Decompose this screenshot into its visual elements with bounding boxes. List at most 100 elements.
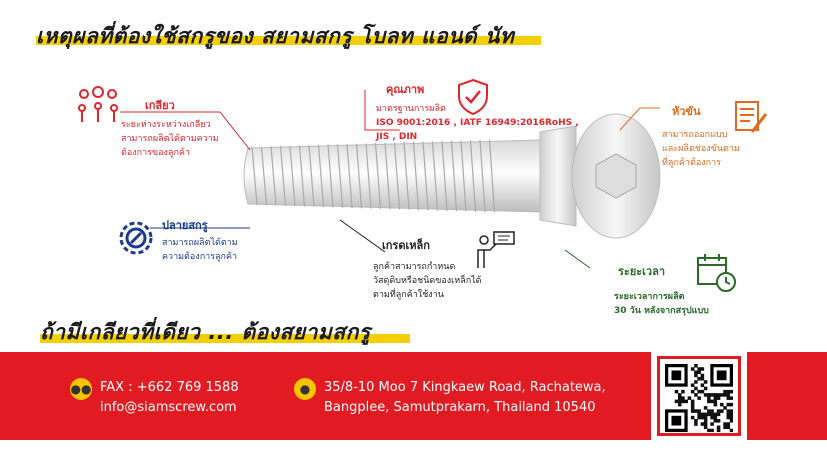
qr-module: [700, 373, 705, 378]
qr-module: [713, 419, 718, 423]
qr-module: [710, 428, 714, 432]
qr-module: [713, 396, 718, 400]
qr-module: [697, 367, 701, 371]
thread-ridge: [260, 146, 268, 206]
qr-module: [694, 422, 698, 426]
qr-module: [674, 399, 679, 404]
qr-module: [729, 409, 733, 413]
qr-module: [700, 376, 705, 381]
qr-module: [726, 389, 731, 394]
thread-ridge: [289, 145, 296, 207]
feature-quality-text: มาตรฐานการผลิต ISO 9001:2016 , IATF 1694…: [376, 104, 579, 142]
qr-module: [677, 402, 682, 407]
qr-module: [710, 399, 714, 404]
thread-ridge: [412, 141, 420, 211]
headline-top: เหตุผลที่ต้องใช้สกรูของ สยามสกรู โบลท แอ…: [36, 24, 515, 48]
qr-module: [690, 409, 695, 413]
qr-module: [694, 386, 698, 391]
qr-module: [716, 393, 721, 397]
qr-module: [690, 402, 695, 407]
qr-module: [707, 412, 711, 417]
thread-ridge: [365, 143, 372, 209]
qr-module: [729, 396, 733, 400]
qr-module: [700, 412, 705, 417]
qr-module: [723, 389, 727, 394]
connector-lines: [120, 90, 660, 269]
qr-module: [703, 406, 708, 410]
screw-threads: [251, 139, 496, 213]
qr-module: [720, 402, 724, 407]
qr-module: [710, 412, 714, 417]
qr-module: [690, 399, 695, 404]
feature-tip: ปลายสกรู สามารถผลิตได้ตาม ความต้องการลูก…: [114, 210, 284, 280]
wechat-icon: ●●: [70, 378, 92, 400]
qr-module: [726, 402, 731, 407]
qr-module: [710, 393, 714, 397]
qr-module: [720, 409, 724, 413]
qr-module: [707, 396, 711, 400]
qr-module: [729, 412, 733, 417]
screw-illustration: [243, 113, 661, 239]
thread-ridge: [336, 144, 344, 208]
qr-module: [716, 425, 721, 430]
qr-code-frame: [657, 356, 741, 436]
feature-time: ระยะเวลา ระยะเวลาการผลิต 30 วัน หลังจากส…: [600, 252, 750, 322]
thread-ridge: [441, 140, 448, 212]
thread-ridge: [431, 141, 439, 211]
qr-module: [729, 428, 733, 432]
qr-module: [677, 393, 682, 397]
headline-top-highlight: [36, 36, 541, 45]
fax-number: FAX : +662 769 1588: [100, 380, 239, 395]
qr-module: [703, 386, 708, 391]
qr-module: [681, 396, 685, 400]
thread-ridge: [384, 142, 391, 210]
qr-module: [694, 419, 698, 423]
qr-module: [674, 389, 679, 394]
qr-module: [694, 393, 698, 397]
qr-module: [710, 415, 714, 420]
qr-module: [710, 409, 714, 413]
qr-module: [716, 428, 721, 432]
feature-quality-title: คุณภาพ: [386, 83, 425, 96]
qr-module: [700, 383, 705, 387]
qr-module: [690, 383, 695, 387]
qr-module: [723, 425, 727, 430]
qr-module: [726, 415, 731, 420]
qr-module: [694, 409, 698, 413]
calendar-clock-icon: [697, 254, 736, 292]
footer-right-red-strip: [747, 352, 827, 440]
qr-module: [700, 389, 705, 394]
qr-module: [729, 419, 733, 423]
qr-module: [703, 415, 708, 420]
qr-module: [697, 396, 701, 400]
feature-head-title: หัวขัน: [672, 105, 701, 118]
qr-module: [677, 396, 682, 400]
qr-module: [726, 412, 731, 417]
screw-head: [539, 113, 661, 239]
thread-ridge: [346, 143, 353, 209]
qr-finder: [671, 370, 682, 381]
qr-code-icon[interactable]: [665, 364, 733, 432]
headline-bottom: ถ้ามีเกลียวที่เดียว ... ต้องสยามสกรู: [40, 320, 371, 344]
qr-finder: [671, 415, 682, 426]
thread-ridge: [450, 140, 458, 212]
thread-ridge: [355, 143, 363, 209]
screw-shaft: [243, 139, 541, 213]
qr-module: [697, 376, 701, 381]
qr-module: [697, 370, 701, 375]
qr-module: [703, 422, 708, 426]
document-pen-icon: [735, 101, 768, 133]
qr-module: [703, 419, 708, 423]
qr-module: [713, 415, 718, 420]
headline-bottom-highlight: [40, 334, 410, 343]
qr-module: [694, 380, 698, 384]
email-link[interactable]: info@siamscrew.com: [100, 400, 237, 415]
qr-module: [697, 412, 701, 417]
qr-module: [677, 399, 682, 404]
shield-check-icon: [458, 78, 488, 116]
qr-module: [694, 364, 698, 368]
qr-finder: [716, 370, 727, 381]
feature-steel-title: เกรดเหล็ก: [382, 239, 430, 252]
qr-module: [707, 399, 711, 404]
thread-ridge: [374, 143, 382, 209]
